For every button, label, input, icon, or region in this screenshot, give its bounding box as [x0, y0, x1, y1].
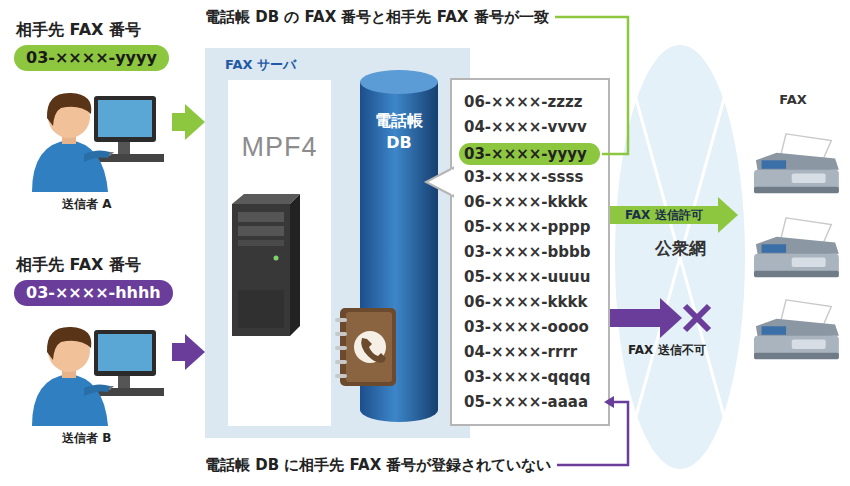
- sender-person: [32, 327, 164, 426]
- leader-line: [555, 17, 628, 154]
- fax-number: 03-××××-oooo: [464, 317, 589, 337]
- field-heading: 相手先 FAX 番号: [16, 255, 141, 276]
- fax-group: FAX: [738, 88, 848, 378]
- callout-note: 電話帳 DB に相手先 FAX 番号が登録されていない: [205, 455, 551, 475]
- fax-number: 03-××××-ssss: [464, 167, 583, 187]
- fax-number: 03-××××-qqqq: [464, 367, 591, 387]
- fax-number: 04-××××-vvvv: [464, 117, 587, 137]
- fax-number: 04-××××-rrrr: [464, 342, 577, 362]
- fax-number: 03-××××-yyyy: [26, 45, 157, 71]
- fax-number: 06-××××-kkkk: [464, 192, 588, 212]
- sender-group: 相手先 FAX 番号 03-××××-yyyy: [14, 20, 172, 192]
- callout-note: 電話帳 DB の FAX 番号と相手先 FAX 番号が一致: [205, 7, 549, 27]
- bubble-tail: [424, 166, 454, 198]
- fax-number: 03-××××-hhhh: [26, 280, 161, 306]
- server-panel: FAX サーバ MPF4 電話帳 DB: [205, 48, 470, 438]
- fax-number: 05-××××-uuuu: [464, 267, 590, 287]
- field-heading: 相手先 FAX 番号: [16, 20, 141, 41]
- flow-arrow: [172, 104, 205, 140]
- fax-number: 03-××××-bbbb: [464, 242, 591, 262]
- fax-heading: FAX: [738, 92, 848, 107]
- flow-arrow: [172, 334, 205, 370]
- database-name: 電話帳 DB: [371, 110, 427, 153]
- fax-machine: [754, 218, 839, 277]
- sender-name: 送信者 A: [62, 196, 111, 213]
- product-logo: MPF4: [228, 132, 331, 163]
- flow-arrow: [610, 197, 738, 233]
- fax-machine: [754, 134, 839, 193]
- arrow-label: FAX 送信許可: [623, 207, 705, 223]
- network-name: 公衆網: [615, 237, 745, 260]
- fax-number: 06-××××-kkkk: [464, 292, 588, 312]
- matched-number: 03-××××-yyyy: [459, 143, 600, 165]
- phonebook-icon: [335, 308, 396, 386]
- fax-number: 03-××××-yyyy: [464, 144, 587, 164]
- phonebook-list: 06-××××-zzzz 04-××××-vvvv 03-××××-ssss 06-×…: [450, 78, 610, 426]
- fax-number: 05-××××-pppp: [464, 217, 591, 237]
- blocked-arrow: [610, 298, 709, 338]
- panel-title: FAX サーバ: [225, 56, 296, 74]
- number-pill: 03-××××-yyyy: [14, 45, 169, 71]
- fax-machine: [754, 300, 839, 359]
- fax-number: 06-××××-zzzz: [464, 92, 583, 112]
- fax-number: 05-××××-aaaa: [464, 392, 588, 412]
- public-network: 公衆網: [615, 45, 745, 470]
- leader-arrowhead: [604, 396, 614, 408]
- sender-person: [32, 93, 164, 192]
- server-box: MPF4: [228, 80, 331, 426]
- database-cylinder: 電話帳 DB: [360, 70, 438, 422]
- leader-line: [557, 402, 628, 465]
- sender-group: 相手先 FAX 番号 03-××××-hhhh: [14, 255, 172, 427]
- sender-name: 送信者 B: [62, 430, 111, 447]
- number-pill: 03-××××-hhhh: [14, 280, 173, 306]
- server-tower: [232, 194, 300, 336]
- arrow-label: FAX 送信不可: [628, 342, 706, 359]
